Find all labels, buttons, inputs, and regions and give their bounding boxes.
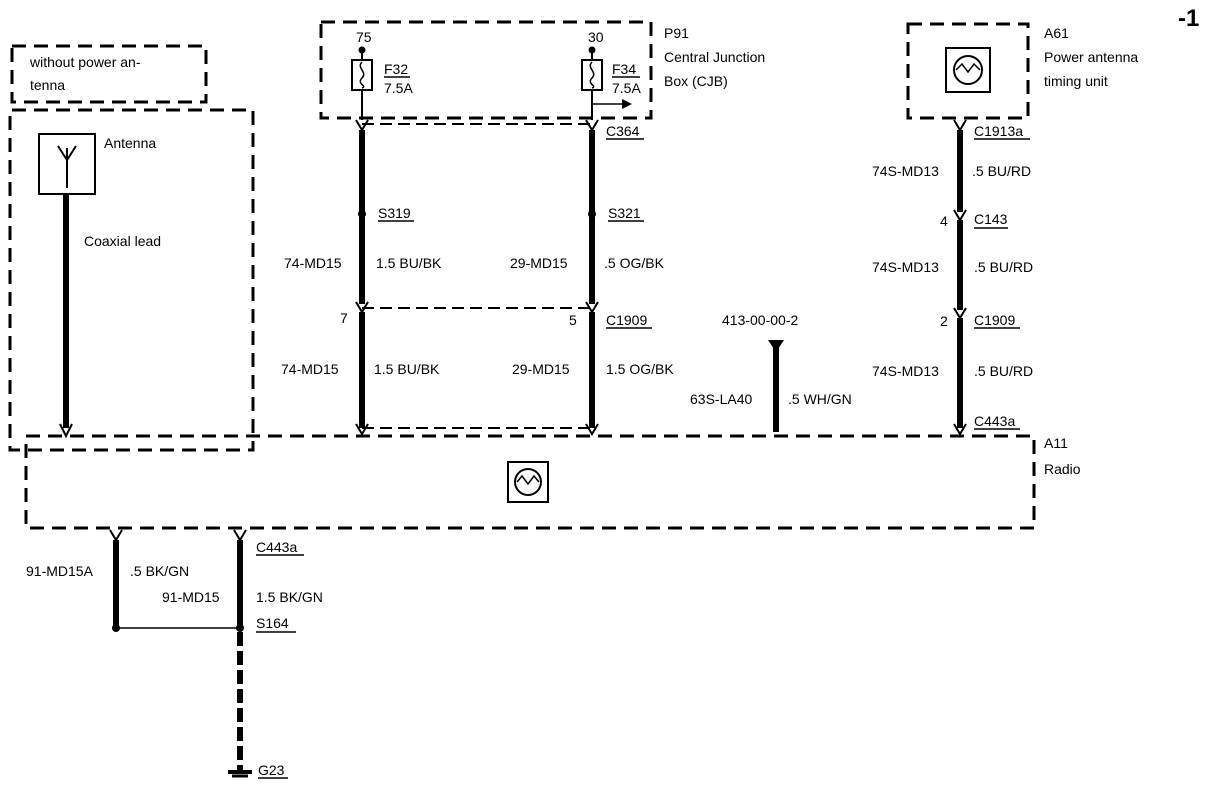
wire-74-md15-top-code: 74-MD15 — [284, 255, 342, 271]
connector-c1909-left: 7 5 C1909 — [340, 301, 652, 329]
wire-91-md15a-spec: .5 BK/GN — [130, 563, 189, 579]
ground-wires: C443a 91-MD15A .5 BK/GN 91-MD15 1.5 BK/G… — [26, 529, 323, 779]
pin-5: 5 — [569, 312, 577, 328]
wire-91-md15-code: 91-MD15 — [162, 589, 220, 605]
wire-29-md15-top: S321 29-MD15 .5 OG/BK — [510, 130, 665, 304]
wire-91-md15a-code: 91-MD15A — [26, 563, 94, 579]
wire-63s-la40-code: 63S-LA40 — [690, 391, 752, 407]
wire-74-md15-top: S319 74-MD15 1.5 BU/BK — [284, 130, 442, 304]
central-junction-box: P91 Central Junction Box (CJB) 75 F32 7.… — [319, 20, 765, 120]
wire-74s-md13: C1913a 74S-MD13 .5 BU/RD 4 C143 74S-MD13… — [872, 119, 1033, 436]
ground-g23: G23 — [258, 762, 285, 778]
connector-c143: C143 — [974, 211, 1008, 227]
wire-74s-md13-c-spec: .5 BU/RD — [974, 363, 1033, 379]
wire-74s-md13-b-spec: .5 BU/RD — [974, 259, 1033, 275]
splice-s321: S321 — [608, 205, 641, 221]
wire-63s-la40-spec: .5 WH/GN — [788, 391, 852, 407]
wire-29-md15-top-spec: .5 OG/BK — [604, 255, 665, 271]
ground-symbol-icon — [953, 55, 983, 85]
power-antenna-label3: timing unit — [1044, 73, 1108, 89]
reference-413: 413-00-00-2 — [722, 312, 798, 328]
cjb-label3: Box (CJB) — [664, 73, 728, 89]
wire-74s-md13-b-code: 74S-MD13 — [872, 259, 939, 275]
coaxial-lead-label: Coaxial lead — [84, 233, 161, 249]
fuse-f32-name: F32 — [384, 61, 408, 77]
pin-2: 2 — [940, 313, 948, 329]
cjb-label1: P91 — [664, 25, 689, 41]
wire-29-md15-bottom-spec: 1.5 OG/BK — [606, 361, 674, 377]
power-antenna-label2: Power antenna — [1044, 49, 1138, 65]
radio-label2: Radio — [1044, 461, 1081, 477]
wire-74s-md13-c-code: 74S-MD13 — [872, 363, 939, 379]
connector-c443a-top: C443a — [974, 413, 1015, 429]
pin-7: 7 — [340, 310, 348, 326]
note-line1: without power an- — [29, 54, 141, 70]
wire-29-md15-top-code: 29-MD15 — [510, 255, 568, 271]
fuse-f34: 30 F34 7.5A — [581, 29, 641, 120]
connector-c1913a: C1913a — [974, 123, 1023, 139]
page-marker: -1 — [1178, 5, 1199, 32]
wire-74-md15-bottom-spec: 1.5 BU/BK — [374, 361, 440, 377]
wire-91-md15-spec: 1.5 BK/GN — [256, 589, 323, 605]
splice-s164: S164 — [256, 615, 289, 631]
radio-module: A11 Radio — [24, 434, 1081, 530]
fuse-f34-pin: 30 — [588, 29, 604, 45]
splice-s319: S319 — [378, 205, 411, 221]
connector-c443a-bottom: C443a — [256, 539, 297, 555]
antenna-label: Antenna — [104, 135, 156, 151]
radio-module-icon — [514, 468, 542, 496]
note-line2: tenna — [30, 77, 65, 93]
wire-63s-la40: 413-00-00-2 63S-LA40 .5 WH/GN — [690, 312, 852, 432]
note-box: without power an- tenna — [10, 44, 208, 104]
fuse-f32-pin: 75 — [356, 29, 372, 45]
connector-c364: C364 — [606, 123, 640, 139]
wire-74s-md13-a-spec: .5 BU/RD — [972, 163, 1031, 179]
fuse-f32-rating: 7.5A — [384, 80, 413, 96]
antenna-group: Antenna Coaxial lead — [8, 108, 255, 452]
wire-29-md15-bottom: 29-MD15 1.5 OG/BK — [512, 312, 674, 436]
cjb-label2: Central Junction — [664, 49, 765, 65]
connector-c1909-left-label: C1909 — [606, 312, 647, 328]
wire-74s-md13-a-code: 74S-MD13 — [872, 163, 939, 179]
radio-label1: A11 — [1044, 435, 1068, 451]
connector-c1909-right: C1909 — [974, 312, 1015, 328]
pin-4: 4 — [940, 213, 948, 229]
fuse-f34-name: F34 — [612, 61, 636, 77]
power-antenna-icon-frame — [945, 47, 991, 93]
power-antenna-unit: A61 Power antenna timing unit — [906, 22, 1138, 120]
wire-74-md15-top-spec: 1.5 BU/BK — [376, 255, 442, 271]
fuse-f34-rating: 7.5A — [612, 80, 641, 96]
wire-74-md15-bottom: 74-MD15 1.5 BU/BK — [281, 312, 440, 436]
fuse-f32: 75 F32 7.5A — [351, 29, 413, 120]
power-antenna-label1: A61 — [1044, 25, 1069, 41]
wire-74-md15-bottom-code: 74-MD15 — [281, 361, 339, 377]
wire-29-md15-bottom-code: 29-MD15 — [512, 361, 570, 377]
